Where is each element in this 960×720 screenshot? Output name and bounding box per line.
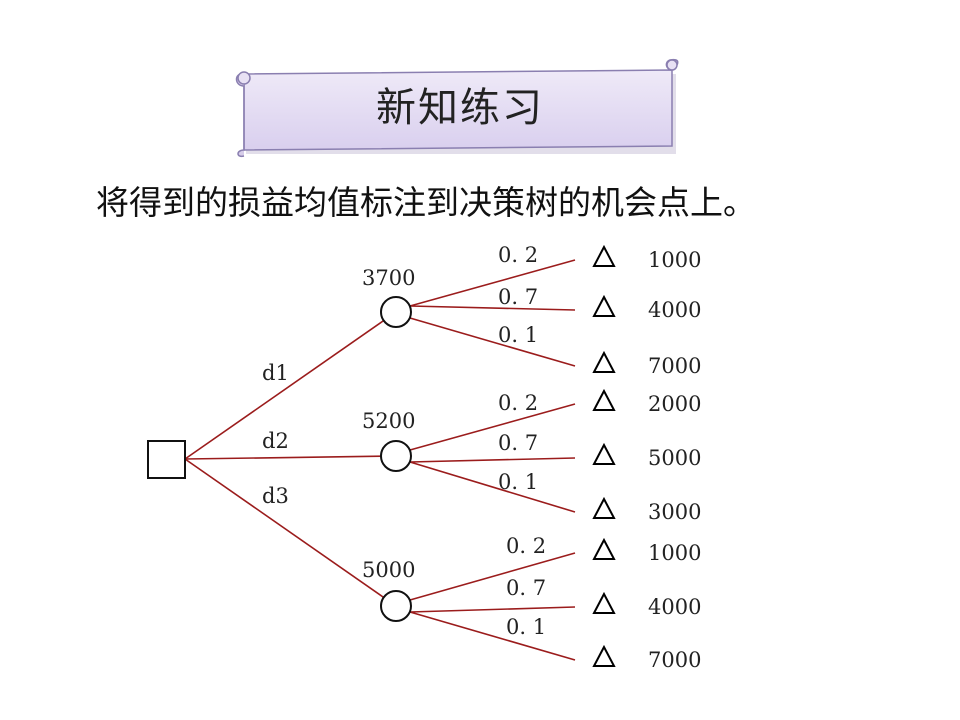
probability-label: 0. 2 xyxy=(498,391,538,415)
terminal-node xyxy=(592,644,616,667)
terminal-node xyxy=(592,537,616,560)
decision-label: d3 xyxy=(262,484,289,508)
outcome-branch xyxy=(409,606,576,613)
chance-node xyxy=(380,440,412,472)
chance-node xyxy=(380,296,412,328)
payoff-label: 5000 xyxy=(648,446,701,470)
outcome-branch xyxy=(409,461,576,513)
payoff-label: 4000 xyxy=(648,595,701,619)
payoff-label: 2000 xyxy=(648,392,701,416)
payoff-label: 4000 xyxy=(648,298,701,322)
expected-value-label: 5000 xyxy=(362,558,415,582)
probability-label: 0. 7 xyxy=(498,431,538,455)
decision-branch xyxy=(184,319,385,460)
probability-label: 0. 2 xyxy=(506,534,546,558)
terminal-node xyxy=(592,388,616,411)
decision-branch xyxy=(184,455,382,460)
instruction-text: 将得到的损益均值标注到决策树的机会点上。 xyxy=(96,183,756,222)
terminal-node xyxy=(592,496,616,519)
payoff-label: 1000 xyxy=(648,248,701,272)
probability-label: 0. 7 xyxy=(498,285,538,309)
decision-label: d2 xyxy=(262,429,289,453)
terminal-node xyxy=(592,244,616,267)
payoff-label: 1000 xyxy=(648,541,701,565)
probability-label: 0. 1 xyxy=(506,615,546,639)
probability-label: 0. 1 xyxy=(498,470,538,494)
probability-label: 0. 7 xyxy=(506,576,546,600)
title-banner xyxy=(235,58,679,158)
terminal-node xyxy=(592,591,616,614)
outcome-branch xyxy=(409,317,576,367)
decision-node xyxy=(147,440,186,479)
payoff-label: 7000 xyxy=(648,354,701,378)
decision-branch xyxy=(184,458,385,599)
probability-label: 0. 1 xyxy=(498,323,538,347)
terminal-node xyxy=(592,442,616,465)
outcome-branch xyxy=(409,259,576,307)
payoff-label: 3000 xyxy=(648,500,701,524)
terminal-node xyxy=(592,294,616,317)
terminal-node xyxy=(592,350,616,373)
outcome-branch xyxy=(409,457,576,463)
slide-title: 新知练习 xyxy=(376,85,544,131)
payoff-label: 7000 xyxy=(648,648,701,672)
chance-node xyxy=(380,590,412,622)
outcome-branch xyxy=(409,305,576,311)
outcome-branch xyxy=(409,611,576,661)
expected-value-label: 5200 xyxy=(362,409,415,433)
decision-label: d1 xyxy=(262,361,289,385)
outcome-branch xyxy=(409,552,576,601)
probability-label: 0. 2 xyxy=(498,243,538,267)
outcome-branch xyxy=(409,403,576,451)
expected-value-label: 3700 xyxy=(362,266,415,290)
